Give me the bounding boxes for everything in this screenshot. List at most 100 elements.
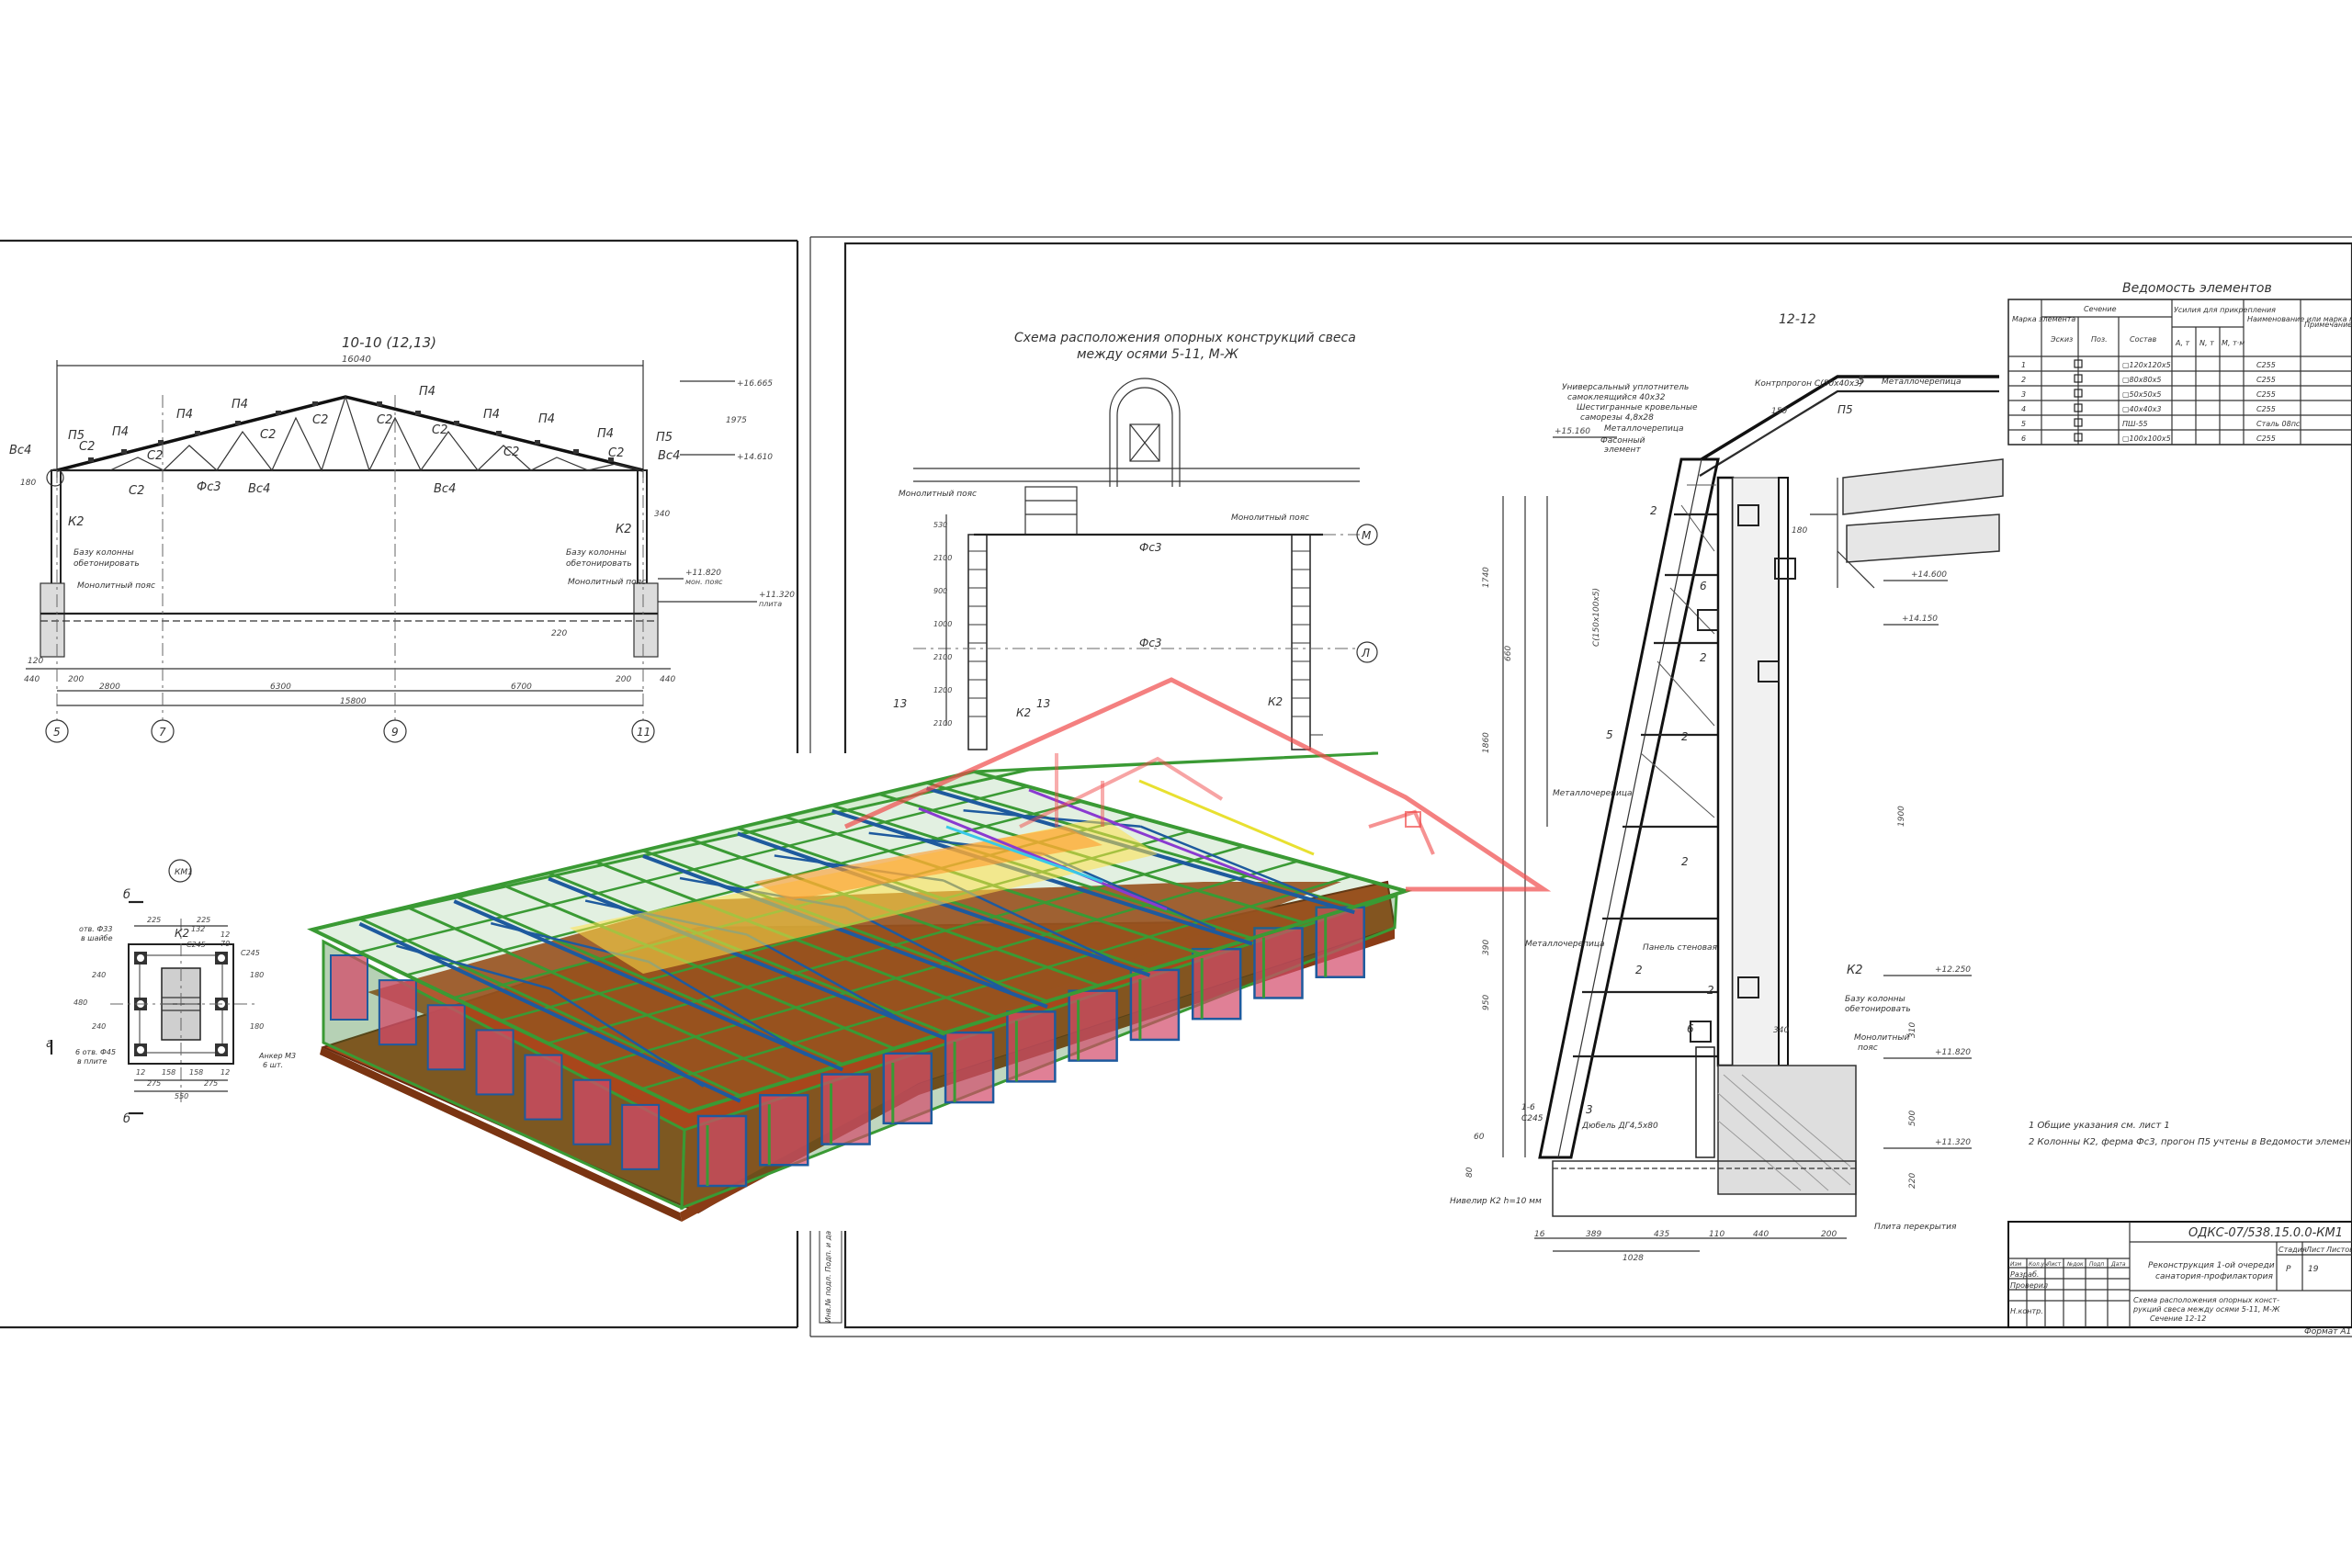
section-mark-13-left: 13 <box>893 697 907 710</box>
tb-code: ОДКС-07/538.15.0.0-КМ1 <box>2188 1226 2343 1240</box>
sec-slab: Плита перекрытия <box>1874 1223 1957 1232</box>
label-c2-i: С2 <box>129 484 144 498</box>
wall-bay-front <box>1068 989 1118 1062</box>
axis-9: 9 <box>391 726 399 739</box>
tb-lists-h: Листов <box>2325 1246 2352 1254</box>
roof-purlin <box>311 770 975 931</box>
level-slab: +11.320 <box>759 591 795 600</box>
tb-role-3: Н.контр. <box>2010 1307 2043 1315</box>
dim-200-left: 200 <box>68 675 84 684</box>
roof-purlin <box>688 889 1407 1113</box>
spec-row-mark: 2 <box>2021 376 2026 384</box>
sec-dim-310: 310 <box>1908 1022 1917 1038</box>
sec-dim-660: 660 <box>1504 646 1513 661</box>
axis-11: 11 <box>637 726 650 739</box>
level-slab-top-note: мон. пояс <box>685 578 723 586</box>
label-p4-g: П4 <box>597 427 614 441</box>
note-base-right-2: обетонировать <box>566 559 632 569</box>
spec-row-steel: С255 <box>2256 361 2276 369</box>
spec-row-comp: ▢50х50х5 <box>2122 390 2161 399</box>
dim-340: 340 <box>654 510 670 519</box>
sec-panel: Панель стеновая <box>1643 943 1718 953</box>
roof-purlin <box>547 845 1245 1044</box>
truss-web <box>396 944 550 990</box>
sec-dowel: Дюбель ДГ4,5x80 <box>1581 1122 1658 1131</box>
sec-level-12250: +12.250 <box>1935 965 1971 975</box>
spec-h-pos: Поз. <box>2091 335 2108 344</box>
spec-row-steel: С255 <box>2256 434 2276 443</box>
sec-seal-1: Универсальный уплотнитель <box>1562 383 1689 392</box>
element-spec-table: Ведомость элементов Марка элемента Сечен… <box>2007 281 2352 446</box>
detail-dim-left-1: 480 <box>74 998 87 1007</box>
detail-plate-1: 6 отв. Ф45 <box>75 1048 116 1056</box>
spec-row-steel: С255 <box>2256 405 2276 413</box>
wall-bay-left <box>572 1078 612 1145</box>
truss-web <box>746 933 910 1025</box>
detail-column: К2 <box>175 927 189 940</box>
general-notes: 1 Общие указания см. лист 1 2 Колонны К2… <box>2029 1120 2352 1147</box>
truss-web <box>844 906 1012 994</box>
note-1: 1 Общие указания см. лист 1 <box>2029 1120 2170 1131</box>
roof-purlin <box>641 874 1352 1090</box>
sec-dim-390: 390 <box>1482 940 1491 955</box>
sec-metal-tile: Металлочерепица <box>1604 424 1684 434</box>
spec-row-comp: ▢120х120х5 <box>2122 361 2171 369</box>
sec-level-11320: +11.320 <box>1935 1138 1971 1147</box>
detail-hole-1: отв. Ф33 <box>79 925 112 933</box>
dim-200-right: 200 <box>616 675 631 684</box>
column-base-detail: б б а КМ1 К2 С245 С245 отв. Ф33 <box>46 859 300 1126</box>
dim-6700: 6700 <box>511 682 532 692</box>
detail-dim-left-3: 240 <box>92 1022 106 1031</box>
detail-dim-top-1: 225 <box>147 916 161 924</box>
section-mark-top: б <box>123 888 130 902</box>
sec-base-2: обетонировать <box>1845 1005 1911 1014</box>
tb-sheet-1: Схема расположения опорных конст- <box>2133 1296 2279 1304</box>
sec-dim-pipe: С(150x100x5) <box>1592 588 1601 647</box>
note-base-right-1: Базу колонны <box>566 548 627 558</box>
tb-stage-h: Стадия <box>2278 1246 2307 1254</box>
sec-k2: К2 <box>1847 964 1863 977</box>
label-c2-e: С2 <box>377 413 392 427</box>
scheme-title-2: между осями 5-11, М-Ж <box>1077 347 1239 362</box>
truss-web <box>548 987 705 1088</box>
sec-level-14600: +14.600 <box>1911 570 1947 580</box>
section-10-10: 10-10 (12,13) 16040 <box>9 334 795 743</box>
section-mark-13-right: 13 <box>1036 697 1050 710</box>
roof-truss <box>548 876 946 1041</box>
plan-dim-6: 1200 <box>933 686 952 694</box>
label-p5-right: П5 <box>656 431 673 445</box>
sec-level-11820: +11.820 <box>1935 1048 1971 1057</box>
roof-purlin <box>594 860 1298 1067</box>
spec-h-a: А, т <box>2175 339 2190 347</box>
sec-seal-2: самоклеящийся 40x32 <box>1567 393 1666 402</box>
sec-level-15160: +15.160 <box>1555 427 1590 436</box>
detail-dim-bot-6: 275 <box>204 1079 218 1088</box>
tb-col-2: Кол.уч <box>2029 1261 2048 1268</box>
detail-dim-right-2: 180 <box>250 1022 264 1031</box>
sec-dim-total: 1028 <box>1623 1254 1644 1263</box>
label-c2-c: С2 <box>260 428 276 442</box>
spec-row-mark: 4 <box>2021 405 2026 413</box>
spec-row-sketch <box>2074 359 2083 368</box>
scheme-belt-2: Монолитный пояс <box>1231 513 1309 523</box>
axis-L: Л <box>1361 647 1370 660</box>
scheme-fs3-1: Фс3 <box>1139 541 1162 554</box>
title-block: ОДКС-07/538.15.0.0-КМ1 Реконструкция 1-о… <box>819 1175 2352 1337</box>
callout-1: 2 <box>1650 504 1657 517</box>
wall-bay-left <box>524 1054 563 1121</box>
sec-dim-340: 340 <box>1773 1026 1789 1035</box>
truss-web <box>1139 825 1318 899</box>
wall-bay-front <box>759 1094 809 1167</box>
wall-bay-left <box>330 954 368 1021</box>
eave-highlight <box>843 677 1552 892</box>
plan-dim-5: 2100 <box>933 653 952 661</box>
level-eave: +14.610 <box>737 453 773 462</box>
label-p5-left: П5 <box>68 429 85 443</box>
sec-dim-80: 80 <box>1465 1167 1475 1178</box>
scheme-belt-1: Монолитный пояс <box>899 490 977 499</box>
label-c2-f: С2 <box>432 423 447 437</box>
scheme-title-1: Схема расположения опорных конструкций с… <box>1014 331 1356 345</box>
tb-project-2: санатория-профилактория <box>2155 1272 2273 1281</box>
axis-5: 5 <box>53 726 61 739</box>
axis-bubbles: 5 7 9 11 <box>45 395 655 743</box>
